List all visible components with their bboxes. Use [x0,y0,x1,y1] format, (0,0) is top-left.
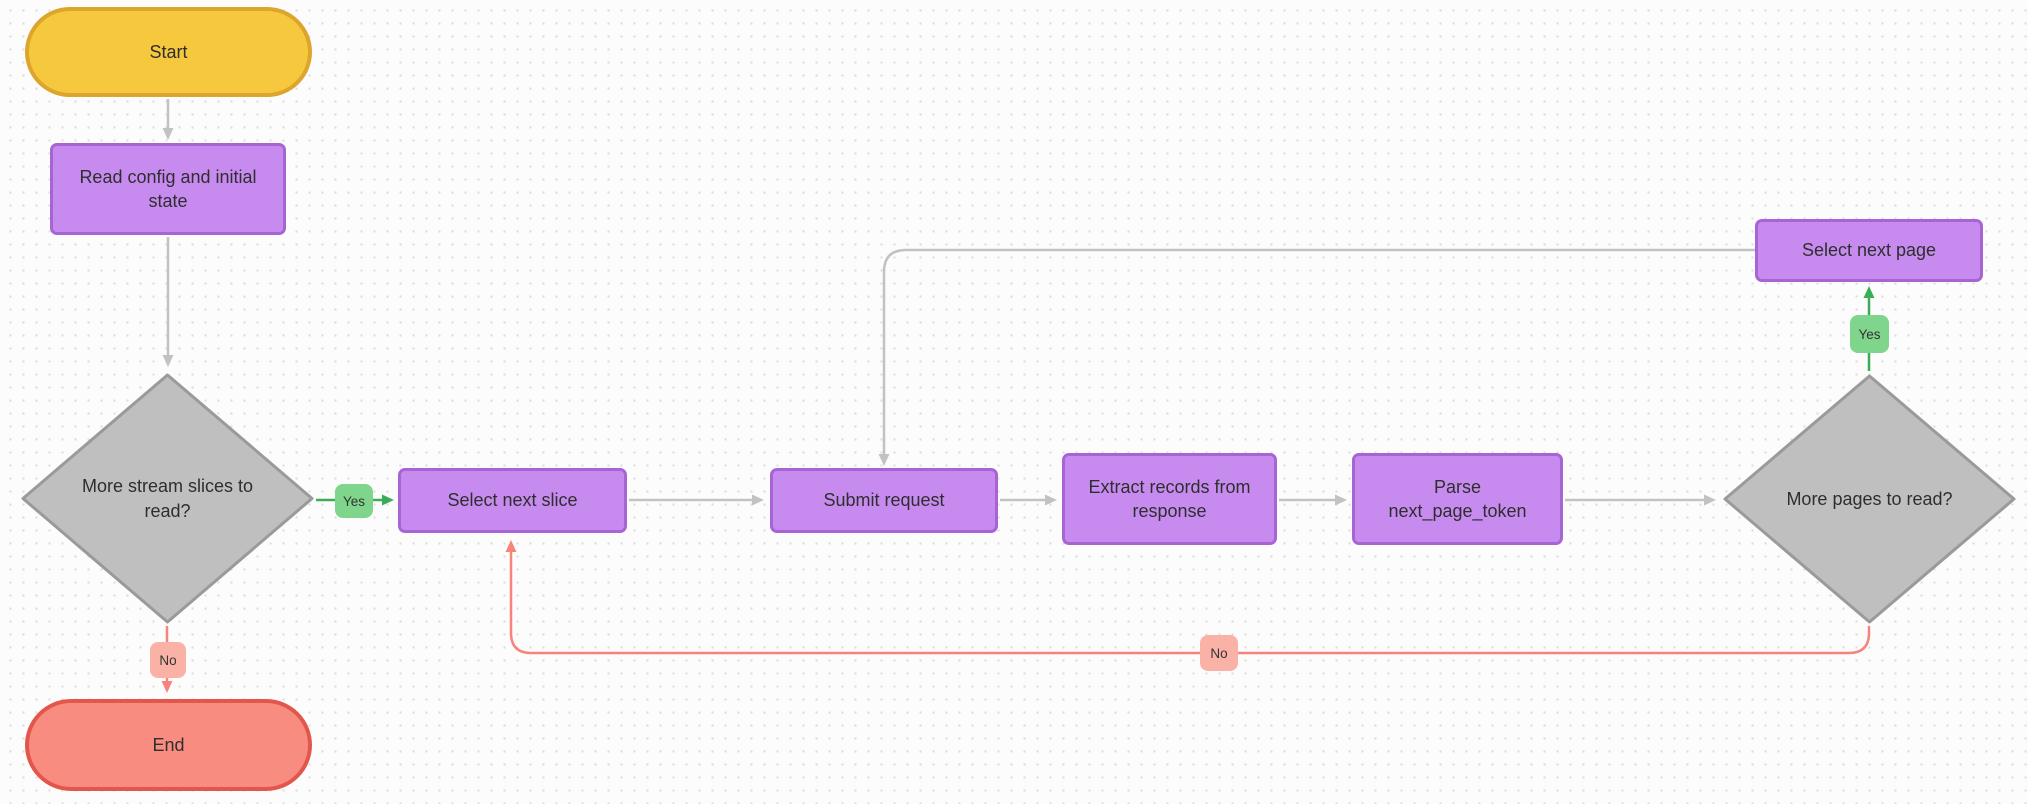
edge-label-slices-yes[interactable]: Yes [335,484,373,518]
edge-label-pages-no-text: No [1210,645,1228,661]
node-end[interactable]: End [25,699,312,791]
node-select-page-label: Select next page [1801,240,1937,261]
node-end-label: End [152,734,185,755]
edge-morepages-no-to-selectslice [505,540,1871,655]
node-more-pages-label: More pages to read? [1786,488,1953,509]
edge-label-pages-yes-text: Yes [1858,326,1881,342]
node-read-config-label: Read config and initial state [79,166,257,211]
node-select-page[interactable]: Select next page [1755,219,1983,282]
node-more-slices[interactable]: More stream slices to read? [20,372,315,625]
edge-label-slices-no[interactable]: No [150,642,186,678]
node-extract-records[interactable]: Extract records from response [1062,453,1277,545]
node-more-pages[interactable]: More pages to read? [1722,373,2017,625]
node-start[interactable]: Start [25,7,312,97]
diamond-shape [21,373,314,624]
node-start-label: Start [149,41,188,62]
node-parse-token-label: Parse next_page_token [1388,476,1527,521]
node-submit-request-label: Submit request [823,490,945,511]
edge-label-pages-yes[interactable]: Yes [1850,315,1889,353]
diamond-shape [1723,374,2016,624]
edge-selectpage-to-submit [878,248,1755,466]
node-submit-request[interactable]: Submit request [770,468,998,533]
node-select-slice-label: Select next slice [447,490,578,511]
node-more-slices-label: More stream slices to read? [81,476,254,521]
edge-label-slices-yes-text: Yes [342,493,366,509]
node-read-config[interactable]: Read config and initial state [50,143,286,235]
node-parse-token[interactable]: Parse next_page_token [1352,453,1563,545]
node-extract-records-label: Extract records from response [1088,476,1251,521]
edge-label-pages-no[interactable]: No [1200,635,1238,671]
edge-label-slices-no-text: No [159,652,177,668]
node-select-slice[interactable]: Select next slice [398,468,627,533]
